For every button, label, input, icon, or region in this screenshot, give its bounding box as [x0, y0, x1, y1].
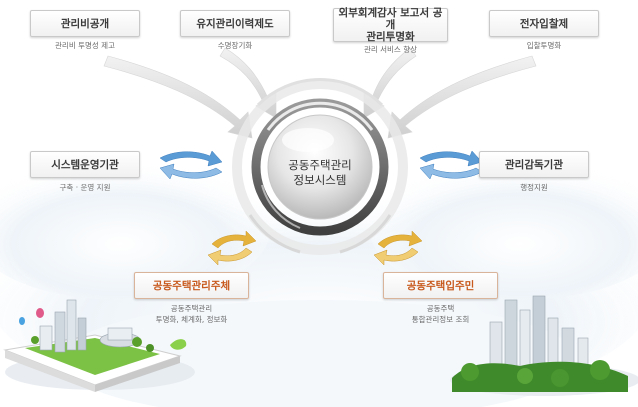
box-residents: 공동주택입주민 [383, 272, 498, 299]
box-title: 관리비공개 [60, 17, 110, 30]
caption-line-1: 공동주택 [426, 304, 455, 313]
box-management-fee-disclosure: 관리비공개 [30, 10, 140, 37]
caption-management-entity: 공동주택관리 투명화, 체계화, 정보화 [134, 303, 249, 325]
box-title-line-1: 외부회계감사 보고서 공개 [338, 7, 443, 31]
book-city-illustration [3, 299, 195, 392]
box-management-entity: 공동주택관리주체 [134, 272, 249, 299]
box-external-audit-report: 외부회계감사 보고서 공개 관리투명화 [333, 7, 448, 43]
box-electronic-bidding: 전자입찰제 [489, 10, 599, 37]
box-title: 시스템운영기관 [51, 158, 119, 171]
box-maintenance-history: 유지관리이력제도 [180, 10, 290, 37]
skyscraper-illustration [450, 295, 638, 396]
box-system-operator: 시스템운영기관 [30, 151, 140, 178]
gold-cycle-arrow-right [373, 230, 423, 266]
box-supervisory-agency: 관리감독기관 [479, 151, 589, 178]
caption-system-operator: 구축 · 운영 지원 [59, 183, 111, 192]
center-ring [232, 77, 408, 255]
center-line-2: 정보시스템 [293, 173, 347, 187]
blue-cycle-arrow-right [419, 150, 483, 180]
caption-supervisory-agency: 행정지원 [520, 183, 548, 192]
caption-residents: 공동주택 통합관리정보 조회 [383, 303, 498, 325]
box-title: 전자입찰제 [519, 17, 569, 30]
caption-management-fee: 관리비 투명성 제고 [55, 41, 115, 50]
center-system-label: 공동주택관리 정보시스템 [268, 158, 372, 188]
center-line-1: 공동주택관리 [288, 158, 352, 172]
caption-line-1: 공동주택관리 [170, 304, 213, 313]
box-title: 공동주택관리주체 [152, 279, 231, 292]
box-title: 유지관리이력제도 [196, 17, 274, 30]
caption-external-audit: 관리 서비스 향상 [363, 45, 418, 54]
box-title-line-2: 관리투명화 [366, 31, 415, 43]
box-title: 관리감독기관 [505, 158, 563, 171]
box-title: 공동주택입주민 [406, 279, 475, 292]
caption-line-2: 통합관리정보 조회 [411, 315, 470, 324]
caption-line-2: 투명화, 체계화, 정보화 [155, 315, 228, 324]
gold-cycle-arrow-left [207, 230, 257, 266]
caption-electronic-bidding: 입찰투명화 [526, 41, 562, 50]
caption-maintenance-history: 수명장기화 [217, 41, 253, 50]
blue-cycle-arrow-left [159, 150, 223, 180]
